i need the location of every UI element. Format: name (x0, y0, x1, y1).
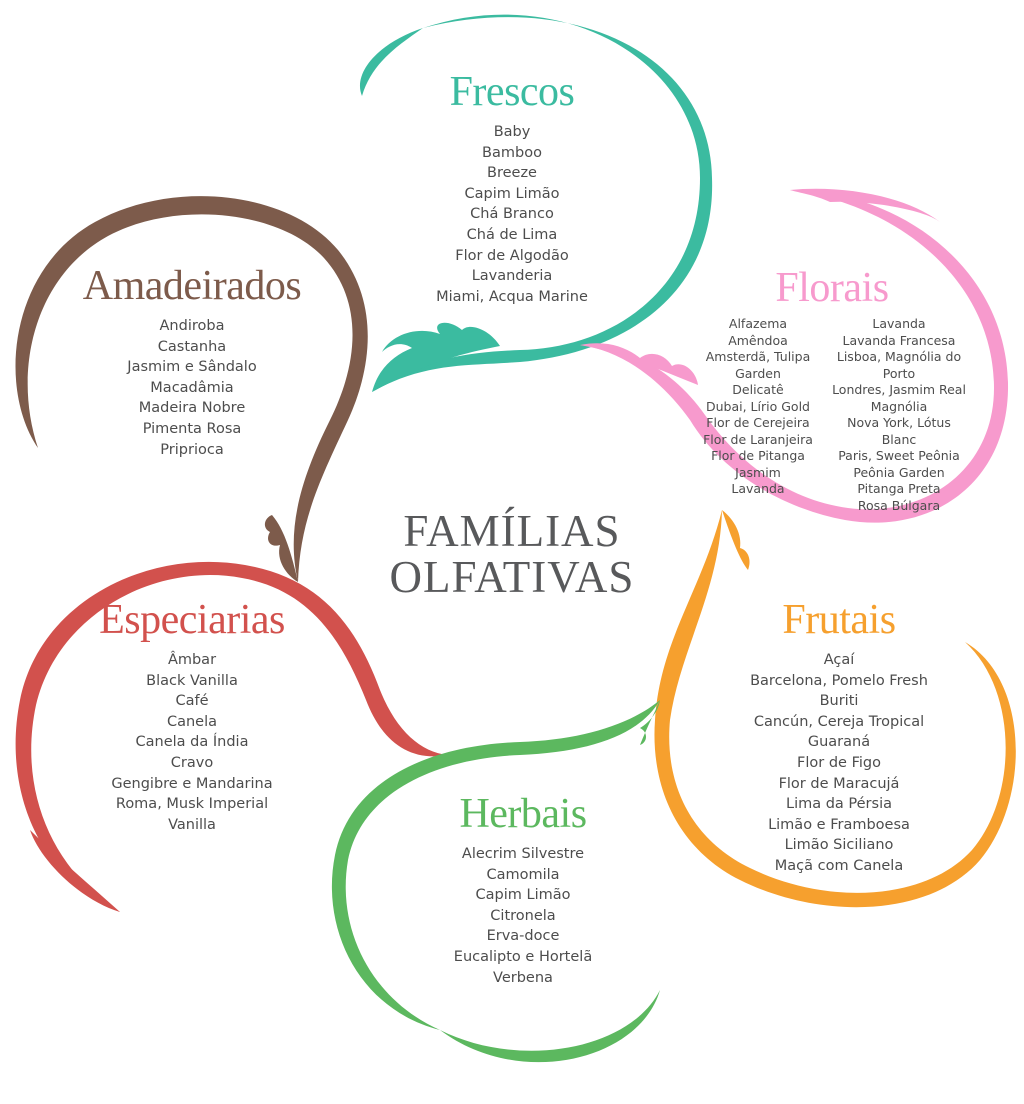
list-item: Lavanda Francesa (842, 332, 956, 348)
list-item: Macadâmia (150, 379, 234, 396)
list-item: Lavanderia (471, 268, 553, 285)
list-item: Lavanda (872, 316, 926, 331)
list-item: Verbena (493, 969, 553, 986)
list-item: Limão e Framboesa (768, 816, 910, 833)
list-item: Miami, Acqua Marine (436, 288, 588, 305)
list-item: Jasmim e Sândalo (127, 359, 257, 376)
list-item: Buriti (819, 693, 859, 710)
list-item: Cravo (170, 754, 214, 771)
herbais-swirl (331, 700, 660, 1063)
list-item: Priprioca (160, 441, 224, 458)
list-item: Guaraná (807, 734, 871, 751)
list-item: Gengibre e Mandarina (111, 775, 273, 792)
list-item: Delicatê (732, 382, 784, 397)
list-item: Canela (166, 713, 218, 730)
list-item: Limão Siciliano (784, 837, 894, 854)
family-title-amadeirados: Amadeirados (82, 263, 302, 309)
list-item: Lima da Pérsia (785, 796, 892, 813)
list-item: Amêndoa (728, 332, 788, 348)
family-title-florais: Florais (775, 265, 889, 311)
amadeirados-swirl (15, 196, 368, 583)
list-item: Peônia Garden (853, 464, 945, 480)
center-title: FAMÍLIAS OLFATIVAS (362, 508, 662, 600)
list-item: Flor de Cerejeira (706, 415, 810, 430)
list-item: Açaí (823, 652, 855, 668)
family-title-frescos: Frescos (449, 69, 575, 115)
list-item: Pitanga Preta (857, 481, 941, 496)
list-item: Chá de Lima (466, 226, 558, 243)
list-item: Café (175, 693, 209, 710)
list-item: Barcelona, Pomelo Fresh (750, 672, 928, 689)
list-item: Amsterdã, Tulipa Garden (705, 349, 811, 381)
frutais-swirl (654, 510, 1016, 908)
list-item: Eucalipto e Hortelã (453, 948, 593, 965)
list-item: Londres, Jasmim Real (832, 382, 966, 397)
list-item: Breeze (487, 165, 537, 182)
family-title-herbais: Herbais (459, 791, 587, 837)
list-item: Dubai, Lírio Gold (706, 398, 810, 414)
list-item: Rosa Búlgara (857, 497, 941, 513)
frescos-swirl (359, 14, 713, 392)
florais-swirl (580, 188, 1009, 523)
list-item: Erva-doce (486, 928, 560, 945)
list-item: Bamboo (482, 144, 542, 161)
list-item: Baby (493, 124, 531, 140)
center-title-line2: OLFATIVAS (389, 552, 635, 602)
list-item: Black Vanilla (146, 672, 238, 689)
list-item: Camomila (486, 866, 560, 883)
list-item: Lavanda (731, 481, 785, 496)
list-item: Vanilla (168, 816, 216, 833)
list-item: Roma, Musk Imperial (115, 796, 269, 813)
list-item: Castanha (157, 338, 227, 355)
list-item: Capim Limão (464, 185, 560, 202)
list-item: Madeira Nobre (138, 400, 246, 417)
list-item: Paris, Sweet Peônia (838, 448, 960, 463)
list-item: Andiroba (159, 318, 225, 334)
family-title-especiarias: Especiarias (99, 597, 285, 643)
list-item: Magnólia (870, 398, 928, 414)
list-item: Flor de Pitanga (711, 448, 805, 463)
list-item: Âmbar (167, 652, 217, 668)
family-title-frutais: Frutais (782, 597, 896, 643)
list-item: Flor de Figo (797, 754, 881, 771)
list-item: Jasmim (735, 464, 781, 480)
list-item: Nova York, Lótus Blanc (847, 415, 951, 447)
list-item: Capim Limão (475, 887, 571, 904)
list-item: Flor de Laranjeira (703, 431, 813, 447)
list-item: Flor de Maracujá (778, 775, 900, 792)
list-item: Pimenta Rosa (142, 420, 242, 437)
list-item: Chá Branco (470, 206, 554, 223)
center-title-line1: FAMÍLIAS (403, 506, 621, 556)
list-item: Canela da Índia (135, 734, 249, 751)
list-item: Lisboa, Magnólia do Porto (836, 349, 962, 381)
list-item: Maçã com Canela (774, 857, 904, 874)
list-item: Alfazema (728, 316, 788, 331)
list-item: Alecrim Silvestre (461, 846, 585, 862)
list-item: Citronela (490, 907, 556, 924)
list-item: Flor de Algodão (455, 247, 569, 264)
list-item: Cancún, Cereja Tropical (753, 713, 925, 730)
